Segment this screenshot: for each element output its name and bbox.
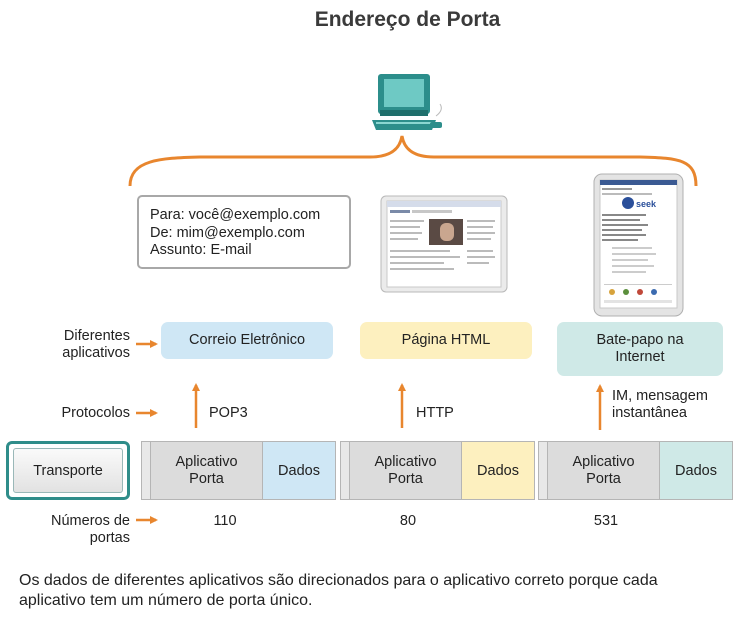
label-port-numbers: Números de portas <box>51 513 130 546</box>
protocol-http: HTTP <box>416 405 454 421</box>
port-number-80: 80 <box>399 513 417 529</box>
port-number-110: 110 <box>213 513 237 529</box>
segment-data-field: Dados <box>659 442 732 499</box>
email-to: Para: você@exemplo.com <box>150 207 321 223</box>
app-internet-chat: Bate-papo na Internet <box>557 322 723 376</box>
transport-layer-box: Transporte <box>6 441 130 500</box>
email-subject: Assunto: E-mail <box>150 242 252 258</box>
label-applications: Diferentes aplicativos <box>62 328 130 361</box>
computer-icon <box>372 74 442 130</box>
mobile-device-icon: seek <box>593 173 684 317</box>
phone-logo-text: seek <box>636 199 657 209</box>
app-email: Correio Eletrônico <box>161 322 333 359</box>
segment-data-field: Dados <box>262 442 335 499</box>
email-from: De: mim@exemplo.com <box>150 224 305 241</box>
label-protocols: Protocolos <box>61 405 130 421</box>
segment-data-field: Dados <box>461 442 534 499</box>
protocol-im: IM, mensagem instantânea <box>612 388 708 421</box>
transport-label: Transporte <box>13 448 123 493</box>
port-number-531: 531 <box>593 513 619 529</box>
app-html-page: Página HTML <box>360 322 532 359</box>
caption: Os dados de diferentes aplicativos são d… <box>19 572 658 609</box>
brace <box>128 135 698 187</box>
web-page-icon <box>380 195 508 293</box>
email-header-box: Para: você@exemplo.com De: mim@exemplo.c… <box>137 195 351 269</box>
diagram-title: Endereço de Porta <box>314 8 501 31</box>
protocol-pop3: POP3 <box>209 405 248 421</box>
